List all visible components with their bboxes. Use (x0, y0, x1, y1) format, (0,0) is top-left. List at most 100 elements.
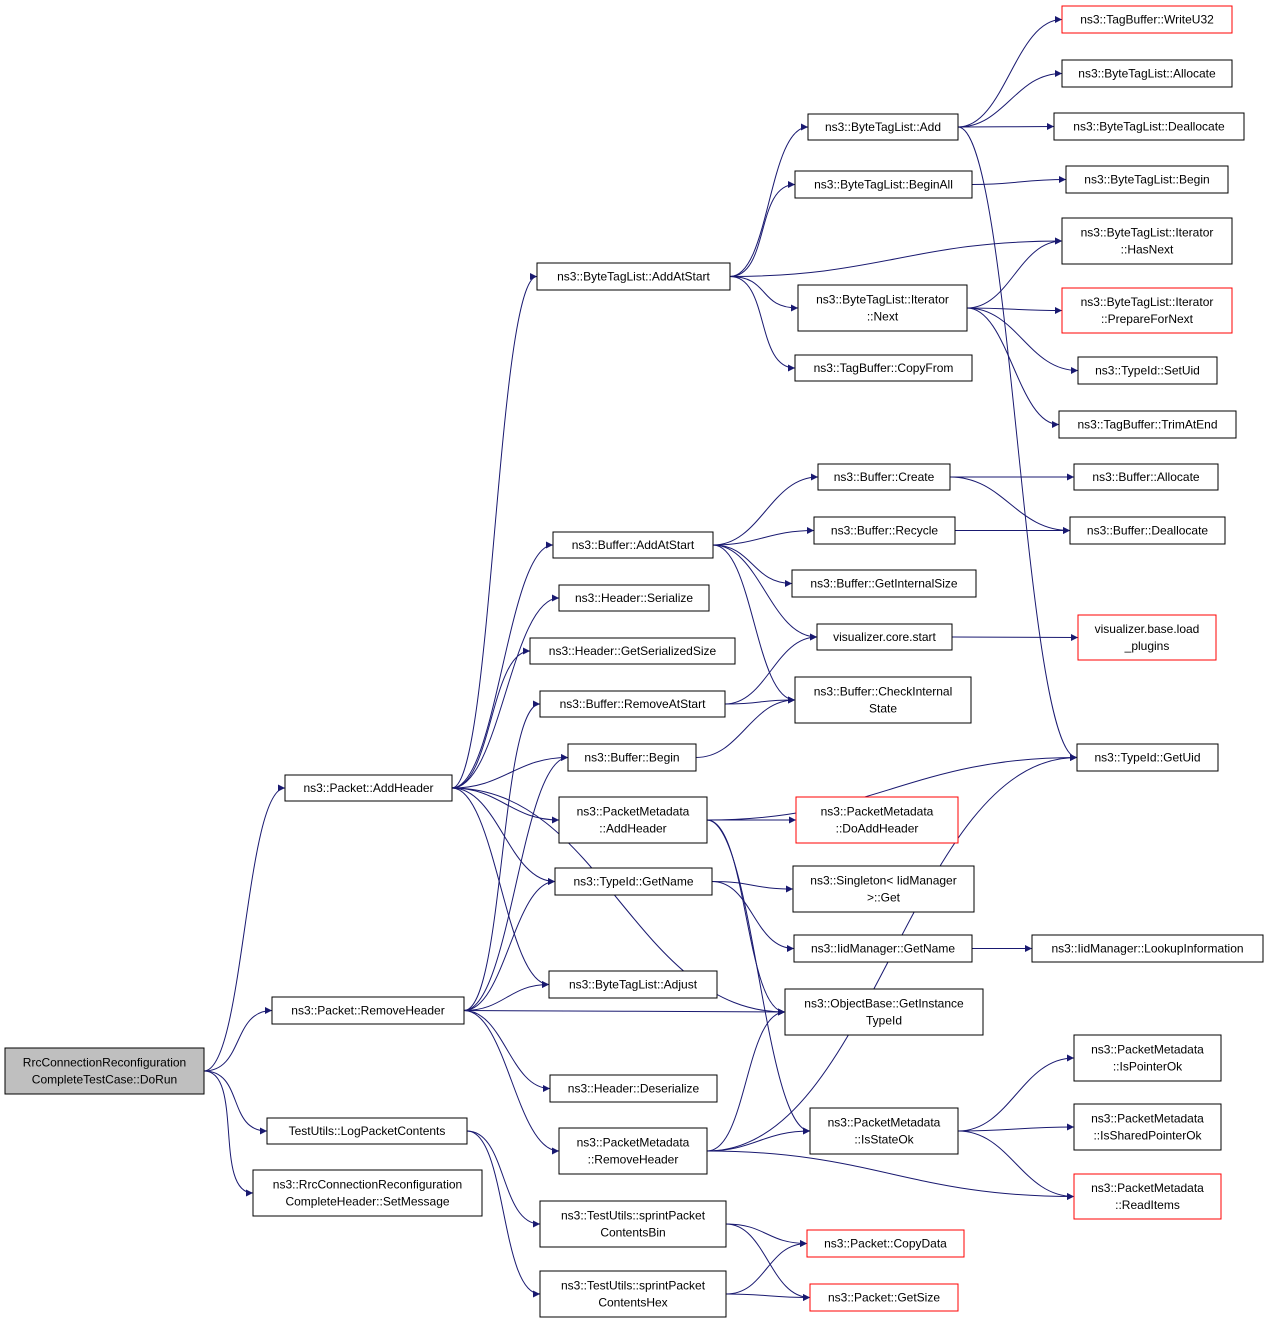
node-label: >::Get (867, 891, 901, 905)
edge-pkt_removeheader-to-hdr_deserialize (463, 1010, 551, 1092)
node-buf-removeatstart[interactable]: ns3::Buffer::RemoveAtStart (539, 690, 726, 718)
edge-pm_addheader-to-pm_isstateok (706, 819, 811, 1135)
node-hdr-serialize[interactable]: ns3::Header::Serialize (558, 584, 710, 612)
edge-pkt_addheader-to-btl_adjust (451, 787, 550, 988)
node-tb-copyfrom[interactable]: ns3::TagBuffer::CopyFrom (794, 354, 973, 382)
node-pm-ispointerok[interactable]: ns3::PacketMetadata::IsPointerOk (1073, 1034, 1222, 1082)
node-iid-getname[interactable]: ns3::IidManager::GetName (793, 934, 973, 963)
node-viz-start[interactable]: visualizer.core.start (816, 623, 953, 651)
node-hdr-deserialize[interactable]: ns3::Header::Deserialize (549, 1074, 718, 1103)
node-btl-allocate[interactable]: ns3::ByteTagList::Allocate (1061, 59, 1233, 88)
node-setmessage[interactable]: ns3::RrcConnectionReconfigurationComplet… (252, 1169, 483, 1217)
node-btl-begin[interactable]: ns3::ByteTagList::Begin (1065, 165, 1229, 194)
node-label: ::IsSharedPointerOk (1093, 1129, 1202, 1143)
node-label: _plugins (1124, 639, 1170, 653)
node-label: ns3::Buffer::CheckInternal (814, 685, 953, 699)
node-btl-add[interactable]: ns3::ByteTagList::Add (807, 113, 959, 141)
node-viz-loadplugins[interactable]: visualizer.base.load _plugins (1077, 614, 1217, 661)
node-iid-lookupinfo[interactable]: ns3::IidManager::LookupInformation (1031, 934, 1264, 963)
node-label: ContentsHex (598, 1296, 667, 1310)
node-label: ns3::Buffer::Begin (584, 751, 679, 765)
node-btl-addatstart[interactable]: ns3::ByteTagList::AddAtStart (536, 262, 731, 291)
edge-pkt_addheader-to-ob_getinstancetypeid (451, 787, 786, 1016)
node-label: CompleteTestCase::DoRun (32, 1073, 177, 1087)
node-buf-allocate[interactable]: ns3::Buffer::Allocate (1073, 463, 1219, 491)
node-buf-deallocate[interactable]: ns3::Buffer::Deallocate (1069, 516, 1226, 545)
node-label: visualizer.base.load (1095, 622, 1200, 636)
edge-viz_start-to-viz_loadplugins (951, 633, 1079, 641)
node-label: ns3::IidManager::GetName (811, 942, 955, 956)
node-label: ns3::PacketMetadata (821, 805, 934, 819)
node-buf-create[interactable]: ns3::Buffer::Create (817, 463, 951, 491)
edge-logpkt-to-sprint_hex (466, 1130, 541, 1298)
edge-btl_it_next-to-typeid_setuid (966, 307, 1079, 374)
node-pkt-removeheader[interactable]: ns3::Packet::RemoveHeader (271, 996, 465, 1025)
node-btl-adjust[interactable]: ns3::ByteTagList::Adjust (548, 970, 718, 999)
node-btl-it-next[interactable]: ns3::ByteTagList::Iterator::Next (797, 284, 968, 332)
node-label: ns3::Buffer::GetInternalSize (810, 577, 958, 591)
node-label: ns3::Packet::AddHeader (303, 781, 433, 795)
edge-buf_addatstart-to-buf_recycle (712, 527, 815, 546)
edge-pkt_addheader-to-pm_addheader (451, 787, 560, 824)
node-buf-begin[interactable]: ns3::Buffer::Begin (567, 743, 697, 772)
node-pm-removeheader[interactable]: ns3::PacketMetadata::RemoveHeader (558, 1127, 708, 1175)
edge-root-to-pkt_removeheader (203, 1007, 273, 1072)
edge-btl_addatstart-to-btl_add (729, 123, 809, 277)
node-buf-recycle[interactable]: ns3::Buffer::Recycle (813, 516, 956, 545)
edge-buf_addatstart-to-viz_start (712, 544, 818, 641)
node-btl-it-preparefornext[interactable]: ns3::ByteTagList::Iterator::PrepareForNe… (1061, 287, 1233, 334)
node-tb-trimatend[interactable]: ns3::TagBuffer::TrimAtEnd (1058, 410, 1237, 439)
node-label: ns3::ByteTagList::Iterator (816, 293, 949, 307)
node-label: ns3::Buffer::Deallocate (1087, 524, 1209, 538)
node-buf-addatstart[interactable]: ns3::Buffer::AddAtStart (552, 531, 714, 559)
node-buf-getinternalsize[interactable]: ns3::Buffer::GetInternalSize (791, 569, 977, 598)
node-label: ns3::PacketMetadata (577, 1136, 690, 1150)
node-typeid-getname[interactable]: ns3::TypeId::GetName (554, 867, 713, 896)
node-label: visualizer.core.start (833, 630, 936, 644)
node-label: ns3::ByteTagList::Iterator (1081, 295, 1214, 309)
node-btl-it-hasnext[interactable]: ns3::ByteTagList::Iterator::HasNext (1061, 217, 1233, 265)
node-pm-doaddheader[interactable]: ns3::PacketMetadata::DoAddHeader (795, 796, 959, 844)
edge-btl_add-to-typeid_getuid (957, 126, 1078, 761)
node-btl-beginall[interactable]: ns3::ByteTagList::BeginAll (794, 170, 973, 199)
node-tb-writeu32[interactable]: ns3::TagBuffer::WriteU32 (1061, 5, 1233, 34)
node-pkt-getsize[interactable]: ns3::Packet::GetSize (809, 1283, 959, 1312)
function-nodes: RrcConnectionReconfigurationCompleteTest… (4, 5, 1264, 1318)
edge-pm_addheader-to-typeid_getuid (706, 754, 1078, 821)
node-pm-addheader[interactable]: ns3::PacketMetadata::AddHeader (558, 796, 708, 844)
edge-pkt_removeheader-to-btl_adjust (463, 981, 550, 1011)
node-singleton-get[interactable]: ns3::Singleton< IidManager>::Get (792, 865, 975, 913)
edge-buf_addatstart-to-buf_checkinternal (712, 544, 796, 704)
edge-pm_removeheader-to-pm_readitems (706, 1150, 1075, 1200)
node-pkt-addheader[interactable]: ns3::Packet::AddHeader (284, 774, 453, 802)
node-label: ns3::TestUtils::sprintPacket (561, 1209, 706, 1223)
node-label: ContentsBin (600, 1226, 665, 1240)
node-label: ::HasNext (1121, 243, 1174, 257)
node-btl-deallocate[interactable]: ns3::ByteTagList::Deallocate (1053, 112, 1245, 141)
edge-buf_create-to-buf_deallocate (949, 476, 1071, 534)
node-label: TypeId (866, 1014, 902, 1028)
node-hdr-getsersize[interactable]: ns3::Header::GetSerializedSize (529, 637, 736, 665)
node-pm-issharedpointerok[interactable]: ns3::PacketMetadata::IsSharedPointerOk (1073, 1103, 1222, 1151)
node-typeid-getuid[interactable]: ns3::TypeId::GetUid (1076, 743, 1219, 772)
node-pm-readitems[interactable]: ns3::PacketMetadata::ReadItems (1073, 1173, 1222, 1220)
edge-btl_add-to-btl_deallocate (957, 123, 1055, 131)
edge-pkt_addheader-to-buf_begin (451, 754, 569, 789)
node-label: ns3::Header::Deserialize (568, 1082, 700, 1096)
node-pm-isstateok[interactable]: ns3::PacketMetadata::IsStateOk (809, 1107, 959, 1155)
node-label: ns3::IidManager::LookupInformation (1051, 942, 1243, 956)
node-label: ns3::ByteTagList::Allocate (1078, 67, 1216, 81)
node-label: CompleteHeader::SetMessage (285, 1195, 449, 1209)
edge-pkt_addheader-to-hdr_serialize (451, 594, 560, 789)
node-label: ns3::Header::Serialize (575, 591, 693, 605)
node-pkt-copydata[interactable]: ns3::Packet::CopyData (806, 1229, 965, 1258)
node-logpkt[interactable]: TestUtils::LogPacketContents (266, 1117, 468, 1145)
edge-btl_it_next-to-btl_it_preparefornext (966, 306, 1063, 314)
call-edges (203, 16, 1079, 1301)
node-label: ns3::ByteTagList::Iterator (1081, 226, 1214, 240)
node-typeid-setuid[interactable]: ns3::TypeId::SetUid (1077, 356, 1218, 385)
